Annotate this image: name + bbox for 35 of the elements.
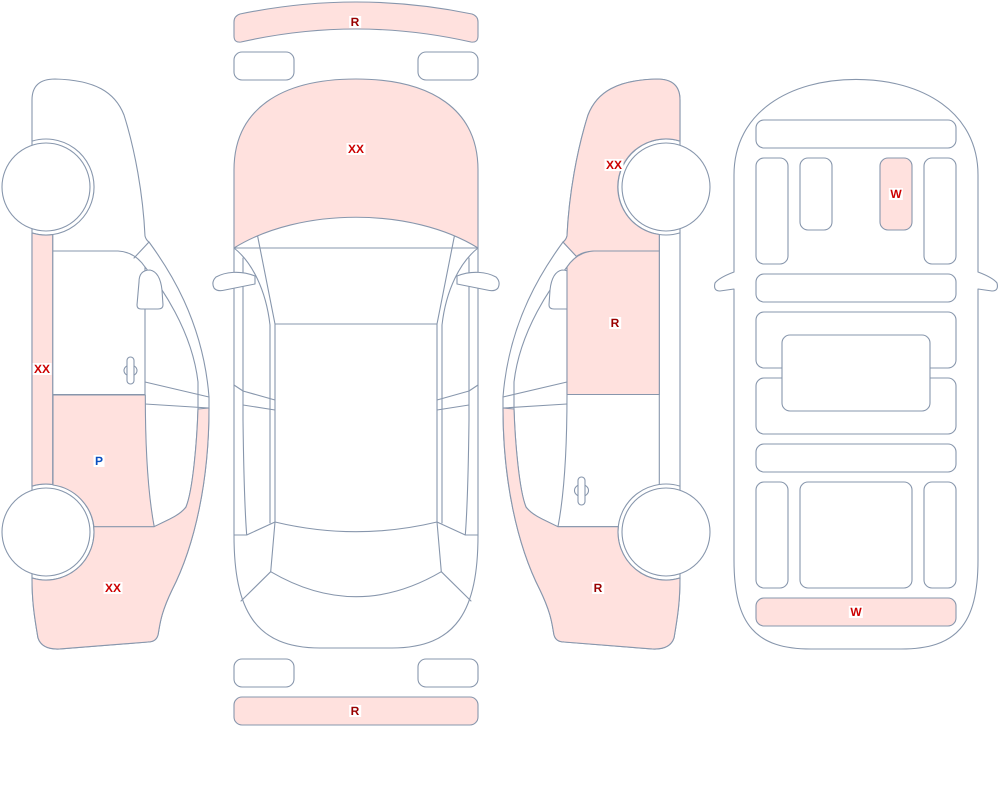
rounded-panel	[782, 335, 930, 411]
rear-quarter-panel	[503, 408, 680, 650]
damage-code: P	[93, 455, 104, 467]
rounded-panel	[924, 482, 956, 588]
rounded-panel	[756, 274, 956, 302]
damage-code: XX	[346, 143, 366, 155]
damage-code: W	[848, 606, 864, 618]
damage-code: XX	[32, 362, 52, 375]
rounded-panel	[234, 659, 294, 687]
rounded-panel	[756, 158, 788, 264]
rounded-panel	[800, 482, 912, 588]
damage-code: W	[888, 188, 904, 200]
damage-code: R	[349, 16, 361, 28]
damage-code: XX	[604, 159, 624, 171]
damage-code: R	[349, 705, 361, 717]
front-fender-panel	[563, 79, 680, 256]
damage-code: R	[592, 582, 604, 594]
rounded-panel	[756, 120, 956, 148]
door-panel	[52, 394, 154, 527]
rounded-panel	[234, 52, 294, 80]
hood-panel	[234, 79, 478, 248]
front-bumper	[234, 2, 478, 42]
door-panel	[567, 251, 660, 394]
sill-panel	[32, 232, 53, 486]
rounded-panel	[800, 158, 832, 230]
damage-code: XX	[104, 582, 122, 594]
rear-bumper	[234, 697, 478, 725]
rounded-panel	[756, 482, 788, 588]
rounded-panel	[418, 659, 478, 687]
rounded-panel	[756, 444, 956, 472]
rounded-panel	[924, 158, 956, 264]
rounded-panel	[756, 598, 956, 626]
rounded-panel	[880, 158, 912, 230]
damage-code: R	[609, 317, 621, 329]
rounded-panel	[418, 52, 478, 80]
